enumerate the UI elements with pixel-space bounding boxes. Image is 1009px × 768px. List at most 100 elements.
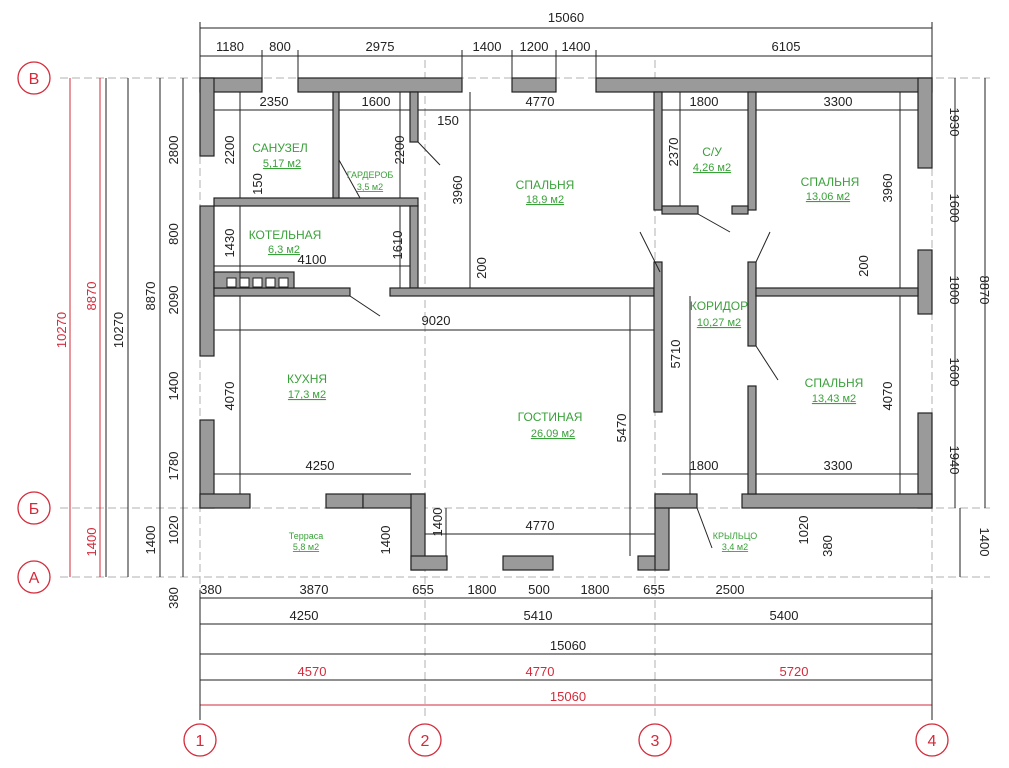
dim-4100: 4100 — [298, 252, 327, 267]
dim-right-8870: 8870 — [977, 276, 992, 305]
dim-inner-1800-top: 1800 — [690, 94, 719, 109]
dim-4770-bottom: 4770 — [526, 518, 555, 533]
interior-dimensions: 2200 2200 150 3960 2370 3960 1430 1610 4… — [222, 136, 895, 557]
dim-5710: 5710 — [668, 340, 683, 369]
room-labels: САНУЗЕЛ 5,17 м2 ГАРДЕРОБ 3,5 м2 СПАЛЬНЯ … — [249, 141, 864, 552]
dim-right-1800: 1800 — [947, 276, 962, 305]
room-name-bedroom-1: СПАЛЬНЯ — [516, 178, 575, 192]
axis-col-4: 4 — [928, 733, 937, 750]
dim-4250-inner: 4250 — [306, 458, 335, 473]
dim-left-red-8870: 8870 — [84, 282, 99, 311]
dim-top-7: 6105 — [772, 39, 801, 54]
axis-row-v: В — [29, 71, 40, 88]
room-area-corridor: 10,27 м2 — [697, 317, 741, 329]
left-dimensions: 2800 800 2090 1400 1780 1020 380 8870 10… — [54, 136, 181, 609]
dim-top-1: 1180 — [216, 39, 244, 54]
dim-bottom-red-5720: 5720 — [780, 664, 809, 679]
dim-left-800: 800 — [166, 223, 181, 245]
dim-bottom-red-4770: 4770 — [526, 664, 555, 679]
room-area-porch: 3,4 м2 — [722, 542, 748, 552]
room-area-terrace: 5,8 м2 — [293, 542, 319, 552]
dim-left-red-1400: 1400 — [84, 528, 99, 557]
dim-left-1400-outer: 1400 — [143, 526, 158, 555]
dim-inner-2350: 2350 — [260, 94, 289, 109]
axis-col-3: 3 — [651, 733, 660, 750]
dim-2200-a: 2200 — [222, 136, 237, 165]
room-name-bedroom-2: СПАЛЬНЯ — [801, 175, 860, 189]
room-area-bedroom-3: 13,43 м2 — [812, 393, 856, 405]
dim-bottom-red-4570: 4570 — [298, 664, 327, 679]
room-name-living: ГОСТИНАЯ — [518, 410, 583, 424]
dim-bottom-5400: 5400 — [770, 608, 799, 623]
dim-left-1780: 1780 — [166, 452, 181, 481]
dim-left-380: 380 — [166, 587, 181, 609]
inner-walls — [213, 91, 919, 495]
dim-200-b: 200 — [856, 255, 871, 277]
dim-bottom-380: 380 — [200, 582, 222, 597]
top-dimensions: 15060 1180 800 2975 1400 1200 1400 6105 … — [216, 10, 852, 128]
dim-2370: 2370 — [666, 138, 681, 167]
dim-380-porch: 380 — [820, 535, 835, 557]
door-swings — [338, 141, 779, 549]
axis-col-1: 1 — [196, 733, 205, 750]
outer-walls — [199, 77, 933, 571]
dim-bottom-3870: 3870 — [300, 582, 329, 597]
room-name-bedroom-3: СПАЛЬНЯ — [805, 376, 864, 390]
dim-top-4: 1400 — [473, 39, 502, 54]
dim-1800-inner: 1800 — [690, 458, 719, 473]
room-area-sanuzel: 5,17 м2 — [263, 158, 301, 170]
room-area-boiler: 6,3 м2 — [268, 244, 300, 256]
dim-top-6: 1400 — [562, 39, 591, 54]
room-area-bedroom-1: 18,9 м2 — [526, 194, 564, 206]
dim-3300-inner: 3300 — [824, 458, 853, 473]
room-name-corridor: КОРИДОР — [690, 299, 748, 313]
room-area-bedroom-2: 13,06 м2 — [806, 191, 850, 203]
dim-bottom-red-total: 15060 — [550, 689, 586, 704]
bottom-dimensions: 380 3870 655 1800 500 1800 655 2500 4250… — [200, 582, 808, 704]
room-area-garderob: 3,5 м2 — [357, 182, 383, 192]
dim-200-a: 200 — [474, 257, 489, 279]
room-name-sanuzel: САНУЗЕЛ — [252, 141, 308, 155]
room-name-boiler: КОТЕЛЬНАЯ — [249, 228, 322, 242]
room-name-su: С/У — [702, 145, 722, 159]
dim-left-2090: 2090 — [166, 286, 181, 315]
dim-2200-b: 2200 — [392, 136, 407, 165]
dim-3960-a: 3960 — [450, 176, 465, 205]
dim-1610: 1610 — [390, 231, 405, 260]
room-area-su: 4,26 м2 — [693, 162, 731, 174]
axis-bubbles: В Б А 1 2 3 4 — [17, 61, 949, 757]
axis-col-2: 2 — [421, 733, 430, 750]
dim-right-1940: 1940 — [947, 446, 962, 475]
dim-bottom-655b: 655 — [643, 582, 665, 597]
dim-left-10270: 10270 — [111, 312, 126, 348]
dim-bottom-2500: 2500 — [716, 582, 745, 597]
room-name-kitchen: КУХНЯ — [287, 372, 327, 386]
dim-top-2: 800 — [269, 39, 291, 54]
dim-left-2800: 2800 — [166, 136, 181, 165]
dim-1400-inner-a: 1400 — [430, 508, 445, 537]
room-name-porch: КРЫЛЬЦО — [713, 531, 758, 541]
room-area-living: 26,09 м2 — [531, 428, 575, 440]
interior-dimension-lines — [214, 92, 918, 556]
dim-1020-porch: 1020 — [796, 516, 811, 545]
dim-4070-b: 4070 — [880, 382, 895, 411]
dim-left-8870: 8870 — [143, 282, 158, 311]
axis-row-b: Б — [29, 501, 40, 518]
dim-right-1600a: 1600 — [947, 194, 962, 223]
dim-inner-4770-top: 4770 — [526, 94, 555, 109]
dim-4070-a: 4070 — [222, 382, 237, 411]
dim-top-3: 2975 — [366, 39, 395, 54]
exterior-dimension-lines — [69, 22, 986, 720]
right-dimensions: 1930 1600 1800 1600 1940 8870 1400 — [947, 108, 992, 557]
dim-inner-150: 150 — [437, 113, 459, 128]
dim-5470: 5470 — [614, 414, 629, 443]
room-name-terrace: Терраса — [289, 531, 324, 541]
axis-row-a: А — [29, 570, 40, 587]
dim-left-1020: 1020 — [166, 516, 181, 545]
dim-inner-3300-top: 3300 — [824, 94, 853, 109]
dim-bottom-5410: 5410 — [524, 608, 553, 623]
dim-bottom-total: 15060 — [550, 638, 586, 653]
dim-right-1400: 1400 — [977, 528, 992, 557]
dim-bottom-500: 500 — [528, 582, 550, 597]
